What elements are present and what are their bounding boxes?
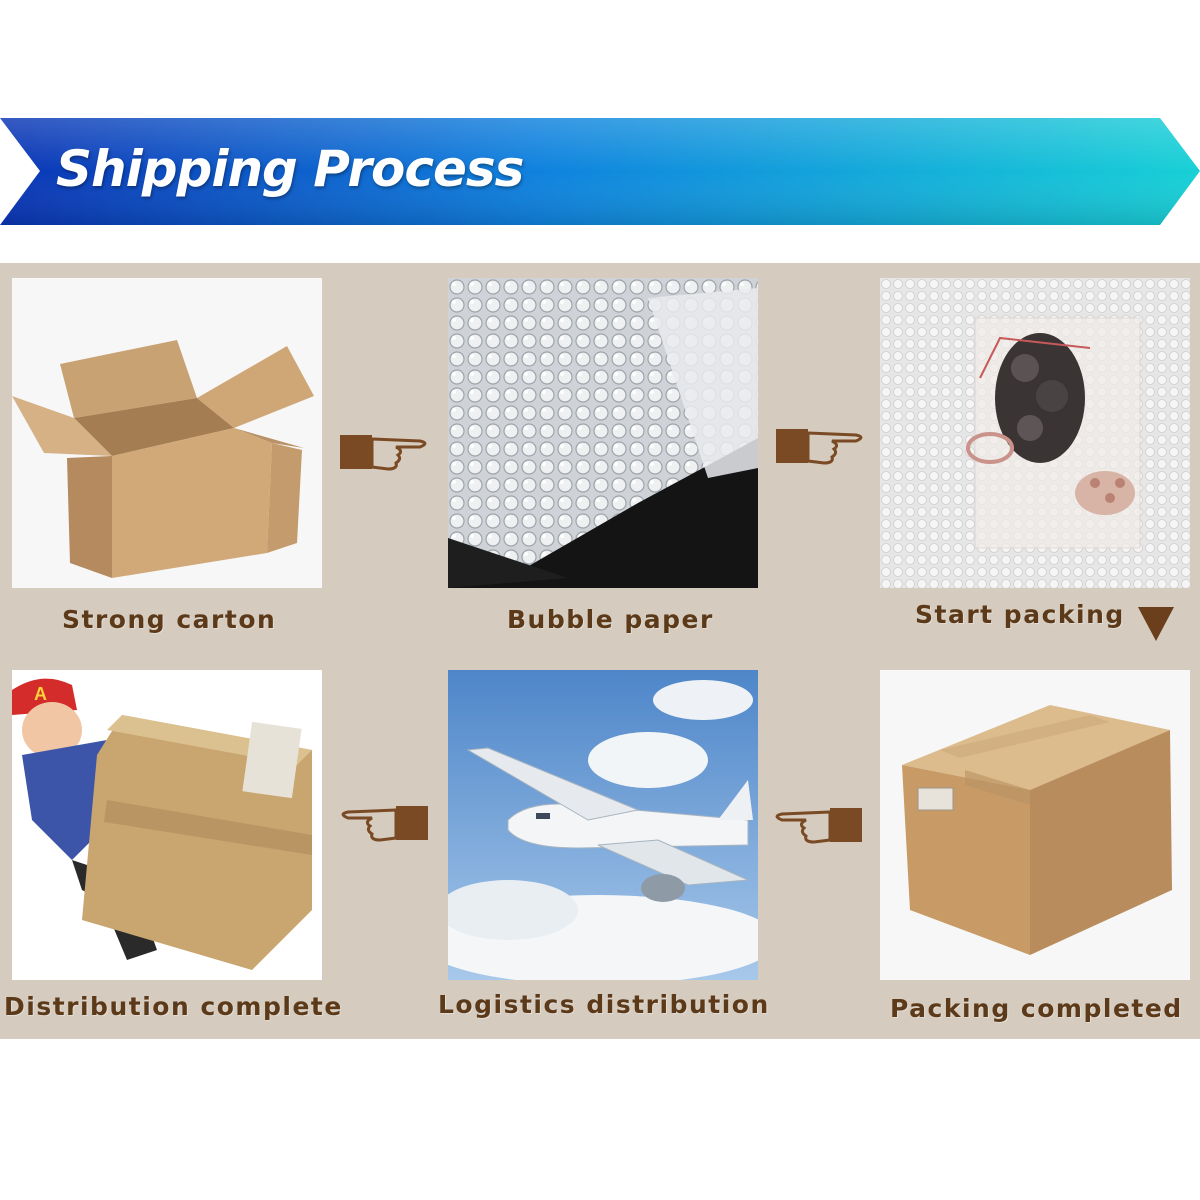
title-banner <box>0 115 1200 227</box>
pointing-hand-right-icon <box>776 427 868 471</box>
step-label-start-packing: Start packing <box>915 600 1125 629</box>
page-title: Shipping Process <box>56 140 524 198</box>
step-label-bubble-paper: Bubble paper <box>507 605 714 634</box>
step-label-packing-completed: Packing completed <box>890 994 1183 1023</box>
step-label-logistics-distribution: Logistics distribution <box>438 990 770 1019</box>
strong-carton-photo <box>12 278 322 588</box>
start-packing-photo <box>880 278 1190 588</box>
step-label-strong-carton: Strong carton <box>62 605 277 634</box>
down-triangle-icon <box>1138 607 1174 645</box>
pointing-hand-left-icon <box>336 804 428 848</box>
packing-completed-photo <box>880 670 1190 980</box>
pointing-hand-right-icon <box>340 433 432 477</box>
pointing-hand-left-icon <box>770 806 862 850</box>
bubble-paper-photo <box>448 278 758 588</box>
svg-text:A: A <box>34 684 47 704</box>
step-label-distribution-complete: Distribution complete <box>4 992 343 1021</box>
logistics-distribution-photo <box>448 670 758 980</box>
distribution-complete-photo: A <box>12 670 322 980</box>
